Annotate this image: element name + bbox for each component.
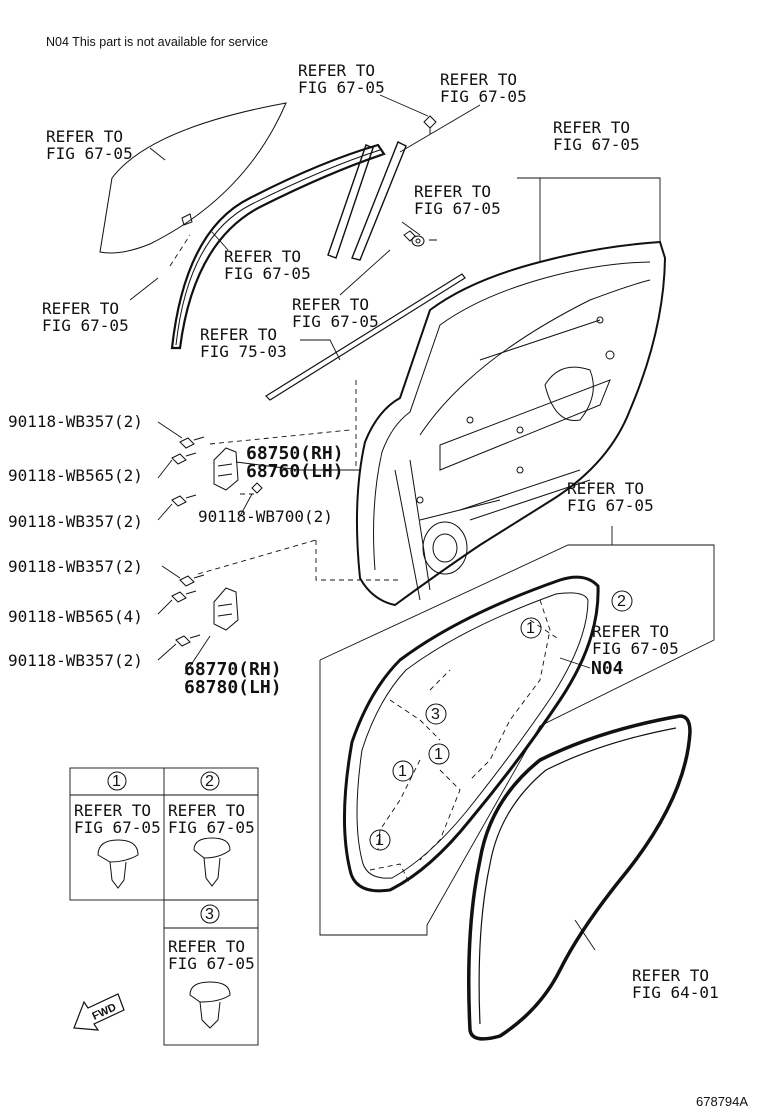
- hinge-lower-rh: 68770(RH): [184, 659, 282, 680]
- refer-line2: FIG 67-05: [46, 144, 133, 163]
- hinge-upper: [213, 447, 239, 491]
- channel-post-b: [351, 141, 407, 261]
- screw-top: [423, 115, 437, 134]
- glass-run-channel: [170, 143, 386, 350]
- refer-line2: FIG 67-05: [224, 264, 311, 283]
- part-number: 90118-WB700(2): [198, 507, 333, 526]
- refer-line2: FIG 64-01: [632, 983, 719, 1002]
- refer-line2: FIG 67-05: [414, 199, 501, 218]
- n04-label: N04: [591, 658, 624, 679]
- illustration-code: 678794A: [696, 1094, 749, 1109]
- part-number: 90118-WB565(2): [8, 466, 143, 485]
- refer-line1: REFER TO: [224, 247, 302, 266]
- refer-line1: REFER TO: [42, 299, 120, 318]
- door-weatherstrip: [343, 575, 600, 893]
- circle-num: 3: [431, 706, 440, 723]
- refer-line2: FIG 67-05: [74, 818, 161, 837]
- refer-line1: REFER TO: [292, 295, 370, 314]
- refer-line2: FIG 67-05: [292, 312, 379, 331]
- circle-num: 1: [434, 746, 443, 763]
- refer-line1: REFER TO: [46, 127, 124, 146]
- refer-line1: REFER TO: [592, 622, 670, 641]
- circle-markers: [107, 590, 633, 924]
- legend-num-3: 3: [205, 906, 214, 923]
- circle-num: 1: [526, 620, 535, 637]
- refer-line1: REFER TO: [414, 182, 492, 201]
- refer-line2: FIG 67-05: [168, 818, 255, 837]
- legend-num-1: 1: [112, 773, 121, 790]
- refer-line1: REFER TO: [440, 70, 518, 89]
- refer-line2: FIG 67-05: [168, 954, 255, 973]
- refer-line1: REFER TO: [168, 801, 246, 820]
- refer-line2: FIG 67-05: [592, 639, 679, 658]
- refer-line1: REFER TO: [567, 479, 645, 498]
- refer-line1: REFER TO: [74, 801, 152, 820]
- refer-line2: FIG 67-05: [553, 135, 640, 154]
- part-number: 90118-WB357(2): [8, 557, 143, 576]
- part-number: 90118-WB357(2): [8, 651, 143, 670]
- channel-post-a: [327, 144, 374, 259]
- fwd-arrow: [73, 993, 125, 1031]
- circle-num: 1: [398, 763, 407, 780]
- part-number: 90118-WB357(2): [8, 412, 143, 431]
- clip-icons: [97, 837, 231, 1029]
- circle-num: 1: [375, 832, 384, 849]
- inset-frame: [319, 544, 715, 936]
- refer-line2: FIG 67-05: [440, 87, 527, 106]
- refer-line1: REFER TO: [553, 118, 631, 137]
- refer-line2: FIG 67-05: [42, 316, 129, 335]
- glass-clip: [181, 213, 193, 226]
- refer-line1: REFER TO: [200, 325, 278, 344]
- legend-table: [69, 767, 259, 1046]
- hinge-lower-lh: 68780(LH): [184, 677, 282, 698]
- door-shell: [355, 240, 667, 607]
- body-weatherstrip: [467, 714, 692, 1041]
- refer-line1: REFER TO: [298, 61, 376, 80]
- part-number: 90118-WB565(4): [8, 607, 143, 626]
- refer-line2: FIG 75-03: [200, 342, 287, 361]
- hinge-lower: [213, 587, 239, 631]
- hinge-upper-rh: 68750(RH): [246, 443, 344, 464]
- refer-line1: REFER TO: [168, 937, 246, 956]
- legend-num-2: 2: [205, 773, 214, 790]
- refer-line1: REFER TO: [632, 966, 710, 985]
- service-note: N04 This part is not available for servi…: [46, 35, 269, 49]
- refer-line2: FIG 67-05: [298, 78, 385, 97]
- door-glass: [99, 102, 287, 254]
- part-number: 90118-WB357(2): [8, 512, 143, 531]
- belt-molding: [265, 273, 466, 401]
- hinge-upper-lh: 68760(LH): [246, 461, 344, 482]
- refer-line2: FIG 67-05: [567, 496, 654, 515]
- circle-num: 2: [617, 593, 626, 610]
